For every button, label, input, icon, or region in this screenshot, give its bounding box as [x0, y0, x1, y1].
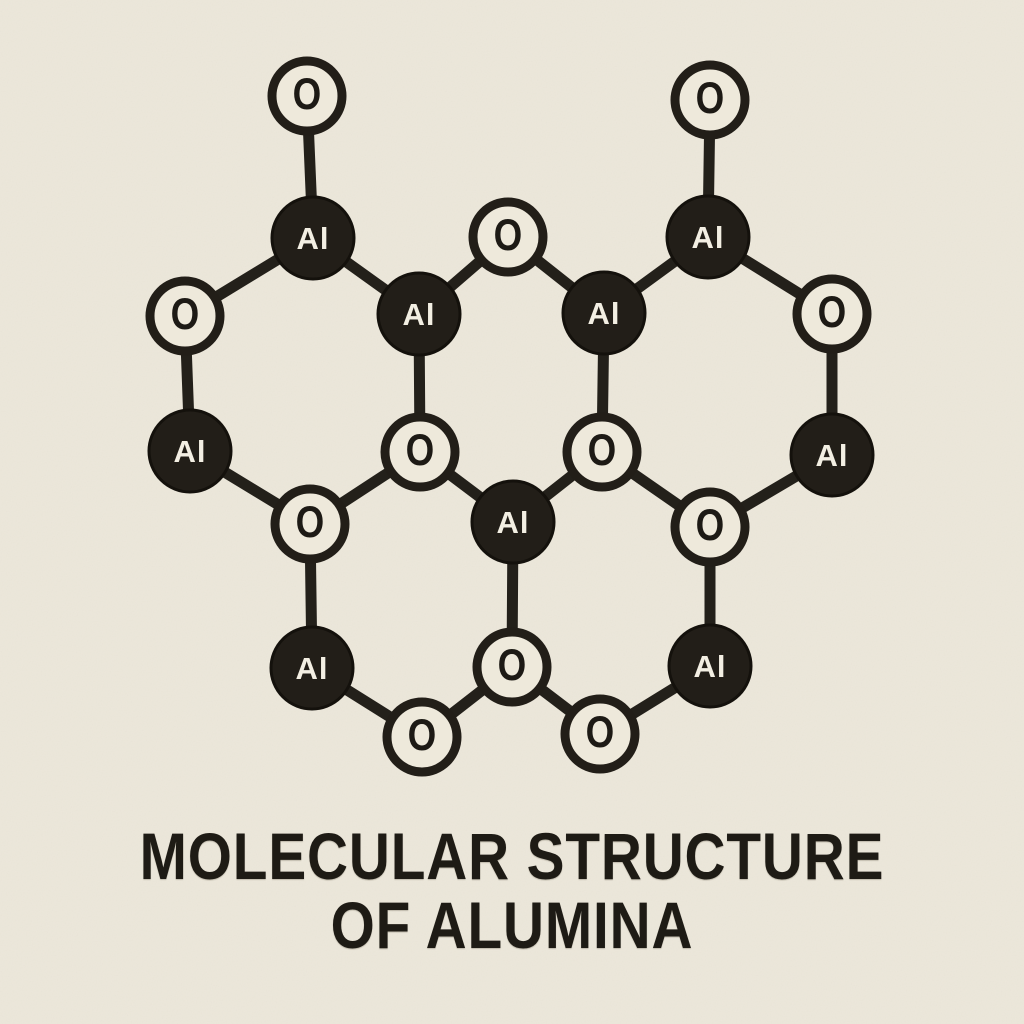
oxygen-circle: [380, 412, 460, 492]
aluminium-circle: [376, 271, 462, 357]
caption: MOLECULAR STRUCTURE OF ALUMINA: [72, 822, 953, 959]
oxygen-circle: [267, 56, 347, 136]
oxygen-circle: [468, 197, 548, 277]
oxygen-circle: [145, 276, 225, 356]
atom-label-o9: O: [696, 500, 725, 550]
atom-o1: O: [267, 56, 347, 136]
oxygen-circle: [562, 412, 642, 492]
atom-o11: O: [382, 697, 462, 777]
atom-label-o7: O: [588, 425, 617, 475]
atom-o8: O: [270, 484, 350, 564]
atom-label-al7: Al: [497, 505, 530, 540]
oxygen-circle: [560, 694, 640, 774]
aluminium-circle: [561, 270, 647, 356]
atom-label-o10: O: [498, 640, 527, 690]
atom-label-al6: Al: [816, 438, 849, 473]
atom-al8: Al: [269, 625, 355, 711]
aluminium-circle: [789, 412, 875, 498]
atom-o2: O: [670, 60, 750, 140]
oxygen-circle: [270, 484, 350, 564]
atom-al3: Al: [376, 271, 462, 357]
atom-o7: O: [562, 412, 642, 492]
oxygen-circle: [472, 627, 552, 707]
atom-al1: Al: [270, 195, 356, 281]
atom-label-al5: Al: [174, 434, 207, 469]
atom-label-o4: O: [171, 289, 200, 339]
caption-line-1: MOLECULAR STRUCTURE: [139, 819, 885, 893]
atom-label-o3: O: [494, 210, 523, 260]
atom-label-al3: Al: [403, 297, 436, 332]
oxygen-circle: [382, 697, 462, 777]
atom-label-o1: O: [293, 69, 322, 119]
caption-line-2: OF ALUMINA: [330, 887, 694, 962]
atom-al5: Al: [147, 408, 233, 494]
atom-o12: O: [560, 694, 640, 774]
atom-o9: O: [670, 487, 750, 567]
atom-o5: O: [792, 274, 872, 354]
oxygen-circle: [670, 487, 750, 567]
atom-al9: Al: [667, 623, 753, 709]
aluminium-circle: [470, 479, 556, 565]
atom-o6: O: [380, 412, 460, 492]
aluminium-circle: [270, 195, 356, 281]
atom-label-o5: O: [818, 287, 847, 337]
atom-label-al2: Al: [692, 220, 725, 255]
atom-o4: O: [145, 276, 225, 356]
atom-label-o8: O: [296, 497, 325, 547]
atom-label-al1: Al: [297, 221, 330, 256]
oxygen-circle: [670, 60, 750, 140]
atom-o10: O: [472, 627, 552, 707]
atom-label-al8: Al: [296, 651, 329, 686]
atom-label-o6: O: [406, 425, 435, 475]
atom-label-o2: O: [696, 73, 725, 123]
aluminium-circle: [269, 625, 355, 711]
aluminium-circle: [665, 194, 751, 280]
atom-o3: O: [468, 197, 548, 277]
atom-al2: Al: [665, 194, 751, 280]
atom-al4: Al: [561, 270, 647, 356]
atom-label-o12: O: [586, 707, 615, 757]
aluminium-circle: [667, 623, 753, 709]
atom-label-al4: Al: [588, 296, 621, 331]
atom-label-o11: O: [408, 710, 437, 760]
aluminium-circle: [147, 408, 233, 494]
atom-label-al9: Al: [694, 649, 727, 684]
atom-al6: Al: [789, 412, 875, 498]
atom-al7: Al: [470, 479, 556, 565]
oxygen-circle: [792, 274, 872, 354]
